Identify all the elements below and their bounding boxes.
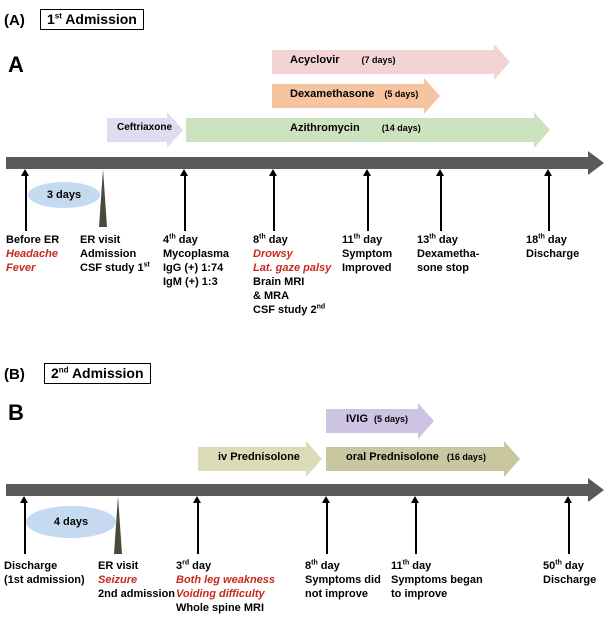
symptom-drowsy: Drowsy <box>253 248 293 260</box>
second-admission-text: Admission <box>68 365 144 381</box>
iv-prednisolone-arrow: iv Prednisolone <box>198 441 322 477</box>
dexamethasone-arrow: Dexamethasone (5 days) <box>272 78 440 114</box>
er-visit-wedge-b <box>114 496 122 554</box>
panel-letter-b: B <box>8 400 24 425</box>
event-day11: 11th day Symptom Improved <box>342 233 393 274</box>
symptom-headache: Headache <box>6 248 58 260</box>
first-admission-box: 1st Admission <box>40 9 144 30</box>
azithromycin-label: Azithromycin <box>290 122 360 134</box>
first-admission-sup: st <box>54 11 62 21</box>
event-before-er: Before ER Headache Fever <box>6 234 60 274</box>
oral-prednisolone-days: (16 days) <box>446 452 486 462</box>
event-b-day11: 11th day Symptoms began to improve <box>391 559 483 600</box>
section-a-label: (A) <box>4 12 25 29</box>
dexamethasone-days: (5 days) <box>384 89 419 99</box>
second-admission-ordinal: 2 <box>51 365 59 381</box>
event-day18: 18th day Discharge <box>526 233 580 260</box>
symptom-seizure: Seizure <box>98 574 138 586</box>
ceftriaxone-arrow: Ceftriaxone <box>107 112 183 148</box>
iv-prednisolone-label: iv Prednisolone <box>218 451 300 463</box>
oral-prednisolone-label: oral Prednisolone <box>346 451 439 463</box>
azithromycin-days: (14 days) <box>381 123 421 133</box>
event-b-day8: 8th day Symptoms did not improve <box>305 559 381 600</box>
second-admission-sup: nd <box>58 365 69 375</box>
er-visit-wedge-a <box>99 169 107 227</box>
timeline-b-arrowhead <box>588 478 604 502</box>
event-day4: 4th day Mycoplasma IgG (+) 1:74 IgM (+) … <box>163 233 230 288</box>
section-b-label: (B) <box>4 366 25 383</box>
acyclovir-days: (7 days) <box>361 55 396 65</box>
event-b-day3: 3rd day Both leg weakness Voiding diffic… <box>176 559 276 614</box>
acyclovir-label: Acyclovir <box>290 54 340 66</box>
azithromycin-arrow: Azithromycin (14 days) <box>186 112 550 148</box>
event-day8: 8th day Drowsy Lat. gaze palsy Brain MRI… <box>253 233 332 316</box>
oral-prednisolone-arrow: oral Prednisolone (16 days) <box>326 441 520 477</box>
symptom-voiding-difficulty: Voiding difficulty <box>176 588 265 600</box>
second-admission-box: 2nd Admission <box>44 363 151 384</box>
event-day13: 13th day Dexametha- sone stop <box>417 233 480 274</box>
ceftriaxone-label: Ceftriaxone <box>117 122 173 133</box>
acyclovir-arrow: Acyclovir (7 days) <box>272 44 510 80</box>
event-discharge-1st: Discharge (1st admission) <box>4 560 85 586</box>
ivig-label: IVIG <box>346 413 369 425</box>
first-admission-text: Admission <box>61 11 137 27</box>
symptom-fever: Fever <box>6 262 36 274</box>
event-b-day50: 50th day Discharge <box>543 559 597 586</box>
first-admission-ordinal: 1 <box>47 11 55 27</box>
event-er-visit: ER visit Admission CSF study 1st <box>80 234 150 274</box>
ivig-arrow: IVIG (5 days) <box>326 403 434 439</box>
timeline-b-bar <box>6 484 588 496</box>
panel-letter-a: A <box>8 52 24 77</box>
timeline-a-arrowhead <box>588 151 604 175</box>
timeline-a-bar <box>6 157 588 169</box>
three-days-oval: 3 days <box>28 182 100 208</box>
symptom-leg-weakness: Both leg weakness <box>176 574 276 586</box>
ivig-days: (5 days) <box>374 414 409 424</box>
symptom-gaze-palsy: Lat. gaze palsy <box>253 262 332 274</box>
dexamethasone-label: Dexamethasone <box>290 88 375 100</box>
event-b-er-visit: ER visit Seizure 2nd admission <box>98 560 176 600</box>
four-days-oval: 4 days <box>26 506 116 538</box>
